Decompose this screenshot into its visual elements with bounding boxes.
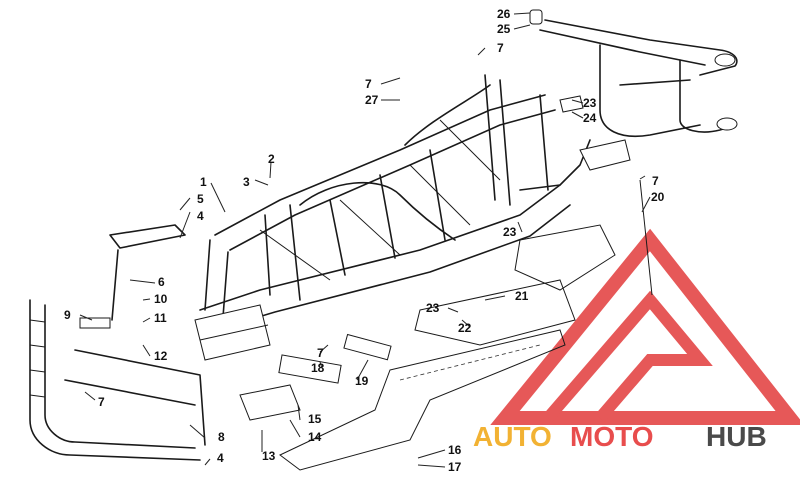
callout-15: 15 [308, 412, 322, 426]
skid-plate [279, 329, 566, 471]
callout-13: 13 [262, 449, 276, 463]
callout-6: 6 [158, 275, 165, 289]
callout-27: 27 [365, 93, 379, 107]
callout-25: 25 [497, 22, 511, 36]
callout-4-lower: 4 [217, 451, 224, 465]
callout-1: 1 [200, 175, 207, 189]
callout-18: 18 [311, 361, 325, 375]
callout-19: 19 [355, 374, 369, 388]
rear-rack [529, 9, 738, 137]
loose-parts [239, 95, 653, 421]
callout-7-right: 7 [652, 174, 659, 188]
callout-12: 12 [154, 349, 168, 363]
callout-2: 2 [268, 152, 275, 166]
callout-21: 21 [515, 289, 529, 303]
callouts: 1 2 3 4 4 5 6 7 7 7 7 7 8 9 10 11 12 13 … [64, 7, 665, 474]
callout-3: 3 [243, 175, 250, 189]
right-footwell [414, 224, 616, 346]
callout-10: 10 [154, 292, 168, 306]
callout-8: 8 [218, 430, 225, 444]
callout-20: 20 [651, 190, 665, 204]
callout-17: 17 [448, 460, 462, 474]
callout-7-mid: 7 [317, 346, 324, 360]
front-bracket [109, 224, 186, 321]
callout-22: 22 [458, 321, 472, 335]
leader-lines [79, 12, 651, 468]
callout-23-mid: 23 [426, 301, 440, 315]
watermark-text: AUTO MOTO HUB [473, 421, 767, 452]
callout-16: 16 [448, 443, 462, 457]
watermark-auto: AUTO [473, 421, 552, 452]
watermark-moto: MOTO [570, 421, 653, 452]
callout-7-top: 7 [497, 41, 504, 55]
callout-11: 11 [154, 311, 167, 325]
callout-9: 9 [64, 308, 71, 322]
watermark-hub: HUB [706, 421, 767, 452]
callout-23-right: 23 [503, 225, 517, 239]
front-bumper [29, 299, 206, 461]
watermark-logo [490, 228, 800, 425]
callout-7-left: 7 [365, 77, 372, 91]
main-frame [194, 74, 591, 361]
callout-24: 24 [583, 111, 597, 125]
callout-7-bumper: 7 [98, 395, 105, 409]
callout-4-upper: 4 [197, 209, 204, 223]
callout-5: 5 [197, 192, 204, 206]
callout-14: 14 [308, 430, 322, 444]
callout-23-top: 23 [583, 96, 597, 110]
callout-26: 26 [497, 7, 511, 21]
